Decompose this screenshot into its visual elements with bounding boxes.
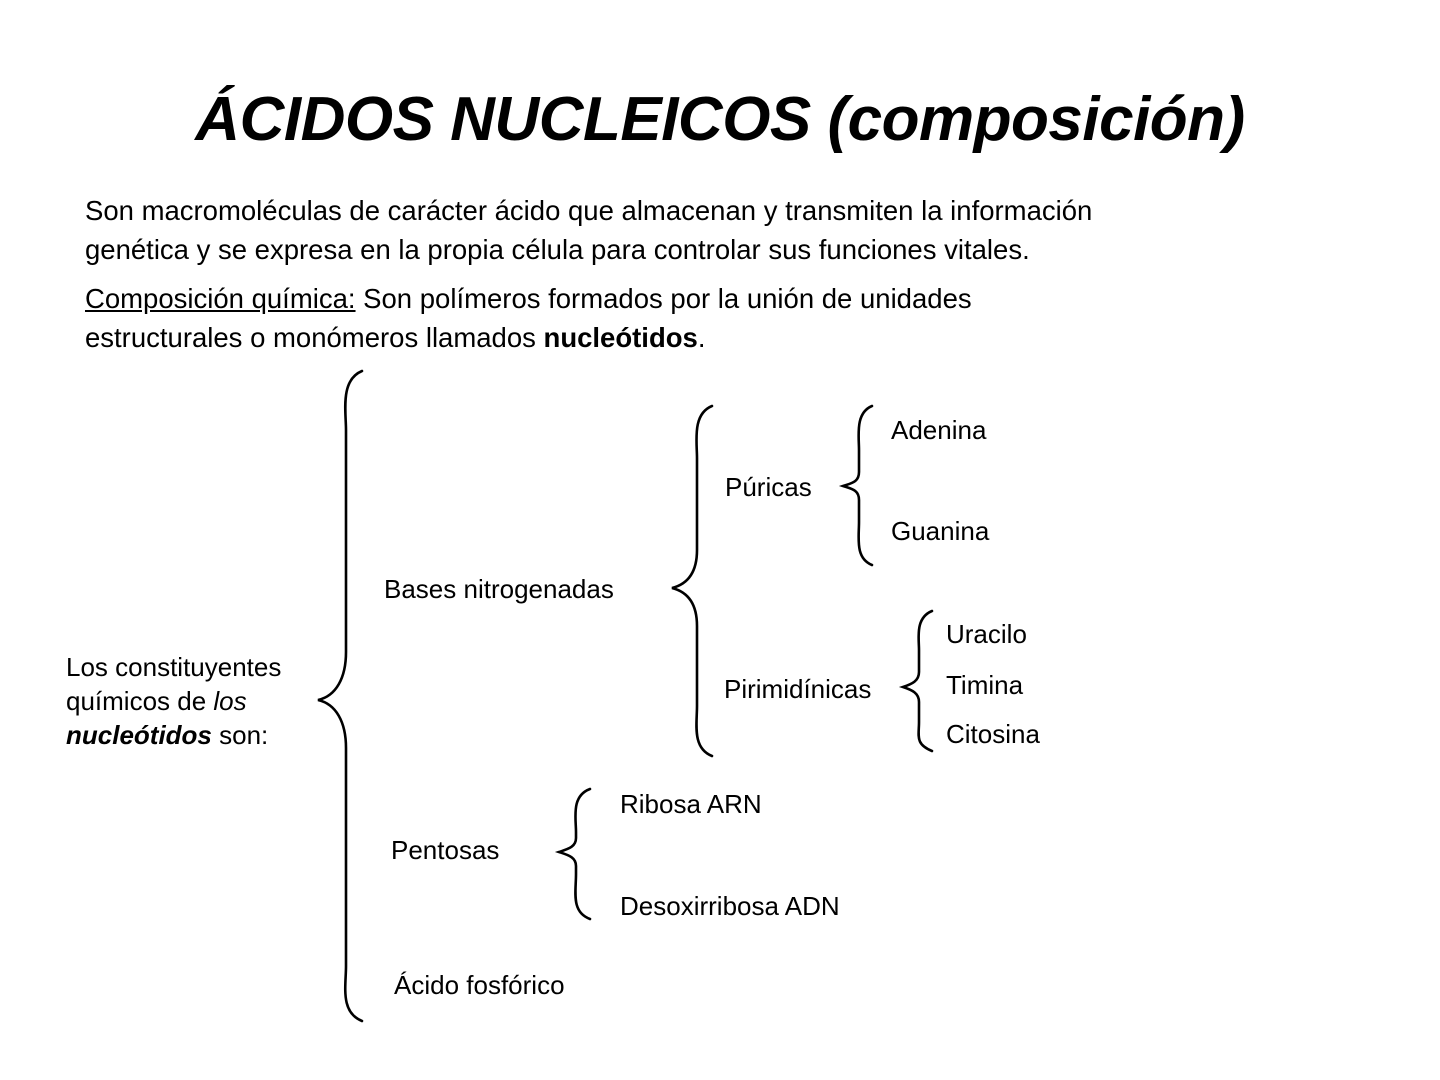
node-puricas: Púricas [725,472,812,502]
node-guanina: Guanina [891,516,990,546]
diagram-root-label: Los constituyentes químicos de los nucle… [66,650,316,752]
node-pirimidinicas: Pirimidínicas [724,674,872,704]
node-adenina: Adenina [891,415,987,445]
root-line-2-italic: los [213,686,247,716]
main-brace [317,369,364,1023]
composition-heading: Composición química: [85,283,356,314]
paragraph-composition: Composición química: Son polímeros forma… [85,279,1300,357]
node-uracilo: Uracilo [946,619,1027,649]
paragraph-definition-line-2: genética y se expresa en la propia célul… [85,234,1030,265]
node-bases-nitrogenadas: Bases nitrogenadas [384,574,614,604]
paragraph-definition-line-1: Son macromoléculas de carácter ácido que… [85,195,1093,226]
composition-line-1-text: Son polímeros formados por la unión de u… [363,283,972,314]
puricas-brace [838,404,874,567]
root-line-3-bolditalic: nucleótidos [66,720,212,750]
composition-line-2-suffix: . [697,322,706,353]
node-acido-fosforico: Ácido fosfórico [394,970,565,1000]
node-citosina: Citosina [946,719,1040,749]
paragraph-definition: Son macromoléculas de carácter ácido que… [85,191,1300,269]
root-line-3-suffix: son: [211,720,269,750]
root-line-2-prefix: químicos de [66,686,214,716]
pirimidinicas-brace [898,609,934,753]
paragraph-composition-line-1: Composición química: Son polímeros forma… [85,279,1300,318]
composition-line-2-prefix: estructurales o monómeros llamados [85,322,544,353]
node-desoxirribosa-adn: Desoxirribosa ADN [620,891,840,921]
pentosas-brace [554,787,592,921]
node-ribosa-arn: Ribosa ARN [620,789,762,819]
bases-brace [671,404,714,758]
page-title: ÁCIDOS NUCLEICOS (composición) [195,85,1245,154]
paragraph-composition-line-2: estructurales o monómeros llamados nucle… [85,318,1300,357]
root-line-1: Los constituyentes [66,652,282,682]
node-timina: Timina [946,670,1024,700]
composition-nucleotidos-bold: nucleótidos [543,322,698,353]
node-pentosas: Pentosas [391,835,500,865]
